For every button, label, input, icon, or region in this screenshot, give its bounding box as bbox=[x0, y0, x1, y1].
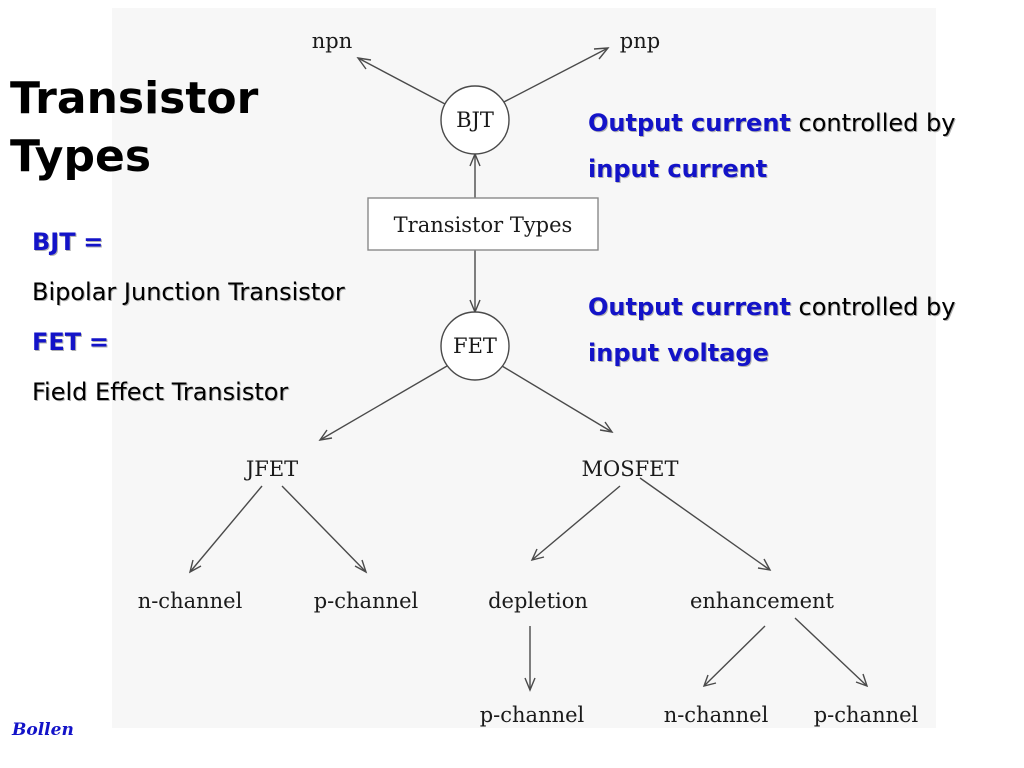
fet-note-output-current: Output current bbox=[588, 293, 791, 321]
edge-bjt-npn bbox=[357, 57, 446, 105]
depletion-p-channel-label: p-channel bbox=[480, 703, 585, 727]
arrowhead-mosfet bbox=[599, 421, 614, 433]
fet-note-input-voltage: input voltage bbox=[588, 339, 769, 367]
edge-fet-jfet bbox=[319, 365, 448, 441]
pnp-label: pnp bbox=[620, 29, 660, 53]
arrowhead-jfet-n-channel bbox=[188, 559, 202, 574]
arrowhead-enhancement bbox=[757, 558, 772, 571]
bjt-node-circle bbox=[440, 85, 510, 155]
diagram-background bbox=[112, 8, 936, 728]
fet-node-label: FET bbox=[453, 334, 497, 358]
arrowhead-pnp bbox=[593, 47, 610, 60]
jfet-label: JFET bbox=[244, 457, 298, 481]
fet-control-note: Output current controlled by input volta… bbox=[588, 284, 1018, 376]
root-node-label: Transistor Types bbox=[394, 213, 573, 237]
bjt-definition: BJT = Bipolar Junction Transistor FET = … bbox=[32, 217, 345, 417]
root-node-box bbox=[367, 197, 599, 251]
edge-jfet-n-channel bbox=[189, 485, 263, 573]
bjt-note-input-current: input current bbox=[588, 155, 768, 183]
arrowhead-enhancement-p-channel bbox=[855, 673, 869, 688]
arrowhead-enhancement-n-channel bbox=[702, 674, 717, 687]
enhancement-label: enhancement bbox=[690, 589, 835, 613]
bjt-note-middle: controlled by bbox=[790, 109, 956, 137]
edge-fet-mosfet bbox=[501, 365, 613, 433]
arrowhead-depletion bbox=[530, 548, 545, 562]
bjt-full-name: Bipolar Junction Transistor bbox=[32, 278, 345, 306]
fet-note-middle: controlled by bbox=[790, 293, 956, 321]
bjt-definition-line: BJT = bbox=[32, 217, 345, 267]
arrowhead-depletion-p-channel bbox=[524, 677, 536, 692]
npn-label: npn bbox=[312, 29, 353, 53]
bjt-note-output-current: Output current bbox=[588, 109, 791, 137]
enhancement-p-channel-label: p-channel bbox=[814, 703, 919, 727]
slide-title: Transistor Types bbox=[10, 73, 259, 182]
edge-mosfet-enhancement bbox=[639, 477, 771, 571]
bjt-node-label: BJT bbox=[456, 108, 494, 132]
enhancement-n-channel-label: n-channel bbox=[664, 703, 769, 727]
jfet-p-channel-label: p-channel bbox=[314, 589, 419, 613]
edge-enhancement-n-channel bbox=[703, 625, 766, 687]
bjt-equals: = bbox=[83, 228, 104, 256]
bjt-control-note: Output current controlled by input curre… bbox=[588, 100, 1018, 192]
fet-equals: = bbox=[88, 328, 109, 356]
mosfet-label: MOSFET bbox=[581, 457, 678, 481]
edge-jfet-p-channel bbox=[281, 485, 367, 573]
arrowhead-jfet-p-channel bbox=[354, 559, 368, 574]
fet-full-name: Field Effect Transistor bbox=[32, 378, 289, 406]
bjt-term: BJT bbox=[32, 228, 76, 256]
jfet-n-channel-label: n-channel bbox=[138, 589, 243, 613]
fet-node-circle bbox=[440, 311, 510, 381]
edge-enhancement-p-channel bbox=[794, 617, 868, 687]
edge-bjt-pnp bbox=[499, 47, 609, 105]
fet-definition-line: FET = bbox=[32, 317, 345, 367]
fet-term: FET bbox=[32, 328, 82, 356]
arrowhead-npn bbox=[356, 57, 372, 70]
author-signature: Bollen bbox=[12, 720, 74, 740]
depletion-label: depletion bbox=[488, 589, 588, 613]
edge-mosfet-depletion bbox=[531, 485, 621, 561]
arrowhead-jfet bbox=[318, 429, 333, 441]
